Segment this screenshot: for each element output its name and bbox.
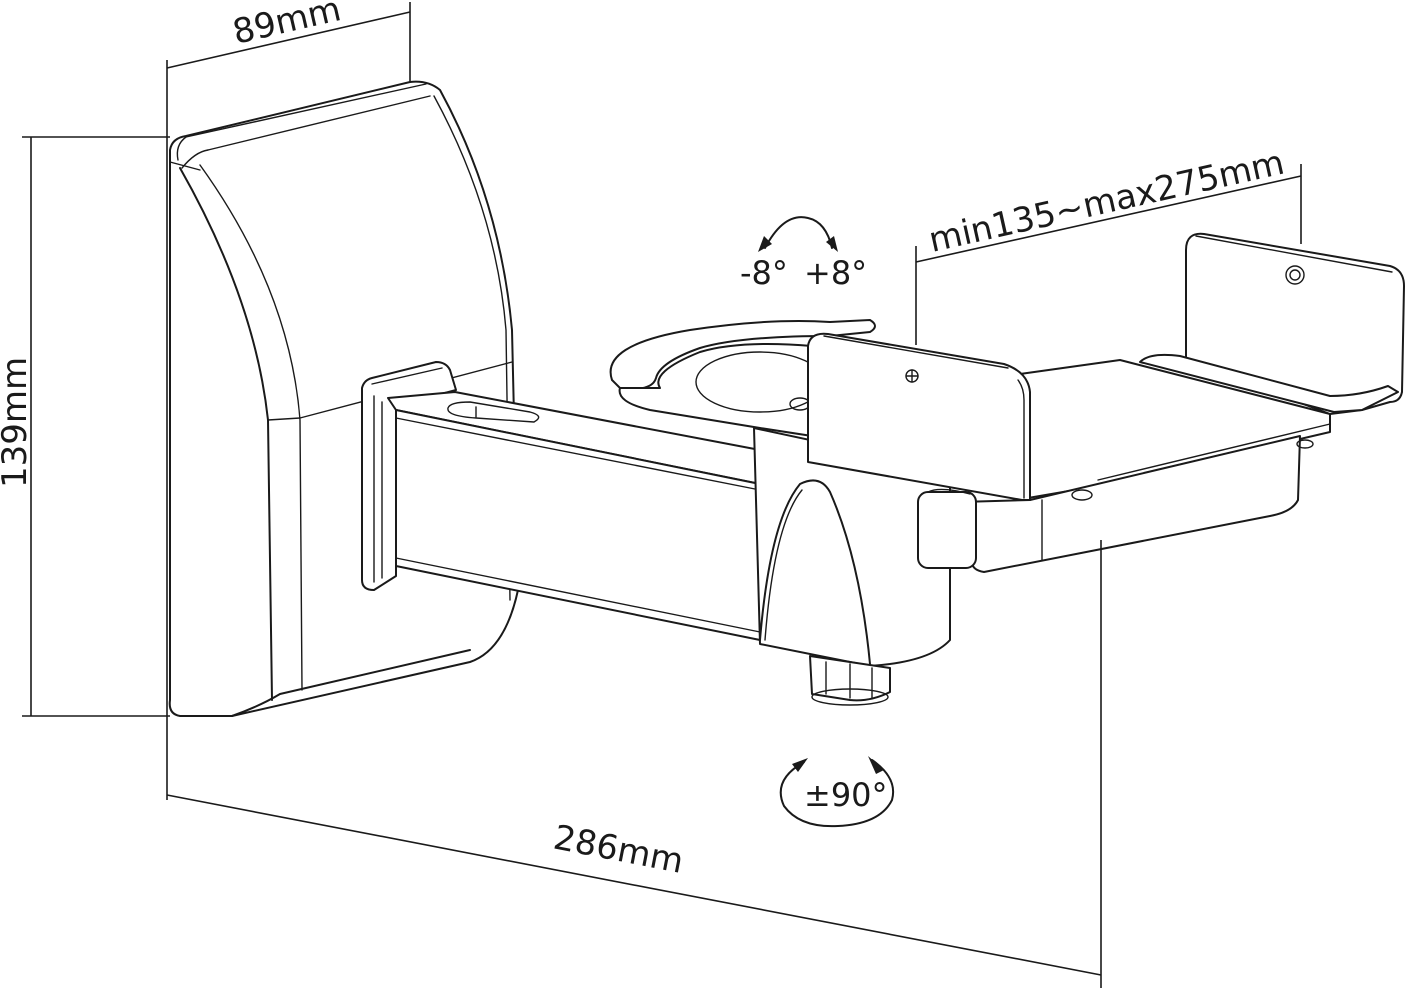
speaker-platform	[917, 359, 1331, 573]
front-clamp-plate	[807, 332, 1031, 501]
height-label: 139mm	[0, 357, 35, 488]
arrow-left-icon	[792, 758, 808, 772]
adjust-knob	[917, 488, 977, 569]
dimension-height: 139mm	[0, 136, 170, 717]
tilt-minus-label: -8°	[740, 254, 788, 292]
swivel-joint	[753, 427, 951, 706]
tilt-plus-label: +8°	[804, 254, 867, 292]
arrow-right-icon	[868, 756, 884, 774]
swivel-label: ±90°	[804, 776, 888, 814]
rear-clamp-plate	[1139, 232, 1405, 415]
swivel-arrow-arc-icon	[779, 759, 894, 828]
arrow-right-icon	[826, 236, 838, 252]
tilt-arrow-arc-icon	[764, 216, 833, 249]
arm	[361, 361, 761, 641]
tilt-indicator: -8° +8°	[740, 216, 867, 292]
swivel-indicator: ±90°	[779, 756, 894, 828]
depth-label: 89mm	[229, 0, 345, 53]
tilt-ring	[609, 319, 876, 437]
arrow-left-icon	[758, 236, 772, 252]
